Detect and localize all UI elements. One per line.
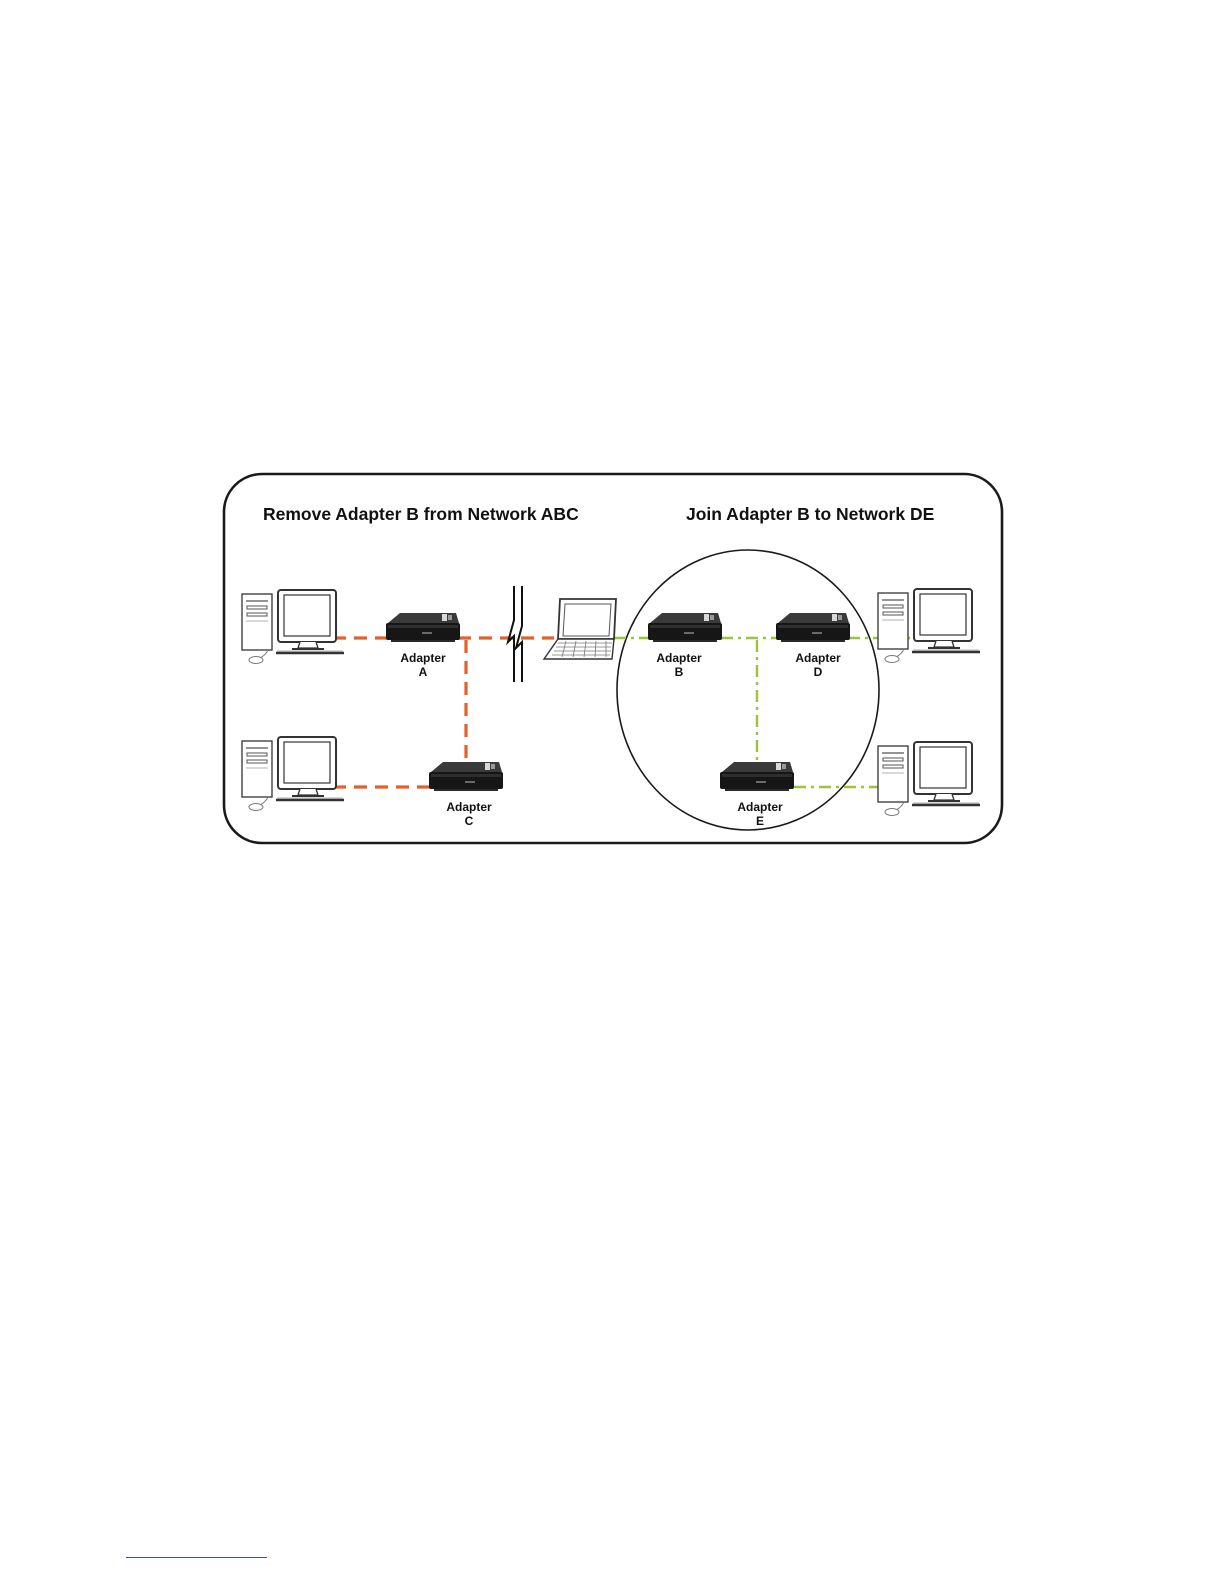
- footnote-separator: [126, 1557, 267, 1558]
- adapter-d-letter: D: [814, 665, 823, 679]
- adapter-c-label: Adapter: [446, 800, 492, 814]
- left-title: Remove Adapter B from Network ABC: [263, 504, 579, 524]
- adapter-a-letter: A: [419, 665, 428, 679]
- right-title: Join Adapter B to Network DE: [686, 504, 934, 524]
- adapter-d-label: Adapter: [795, 651, 841, 665]
- adapter-d-icon: [776, 613, 850, 642]
- adapter-e-label: Adapter: [737, 800, 783, 814]
- adapter-c-letter: C: [465, 814, 474, 828]
- adapter-a-label: Adapter: [400, 651, 446, 665]
- adapter-b-letter: B: [675, 665, 684, 679]
- adapter-b-label: Adapter: [656, 651, 702, 665]
- adapter-c-icon: [429, 762, 503, 791]
- adapter-e-letter: E: [756, 814, 764, 828]
- adapter-e-icon: [720, 762, 794, 791]
- adapter-b-icon: [648, 613, 722, 642]
- adapter-a-icon: [386, 613, 460, 642]
